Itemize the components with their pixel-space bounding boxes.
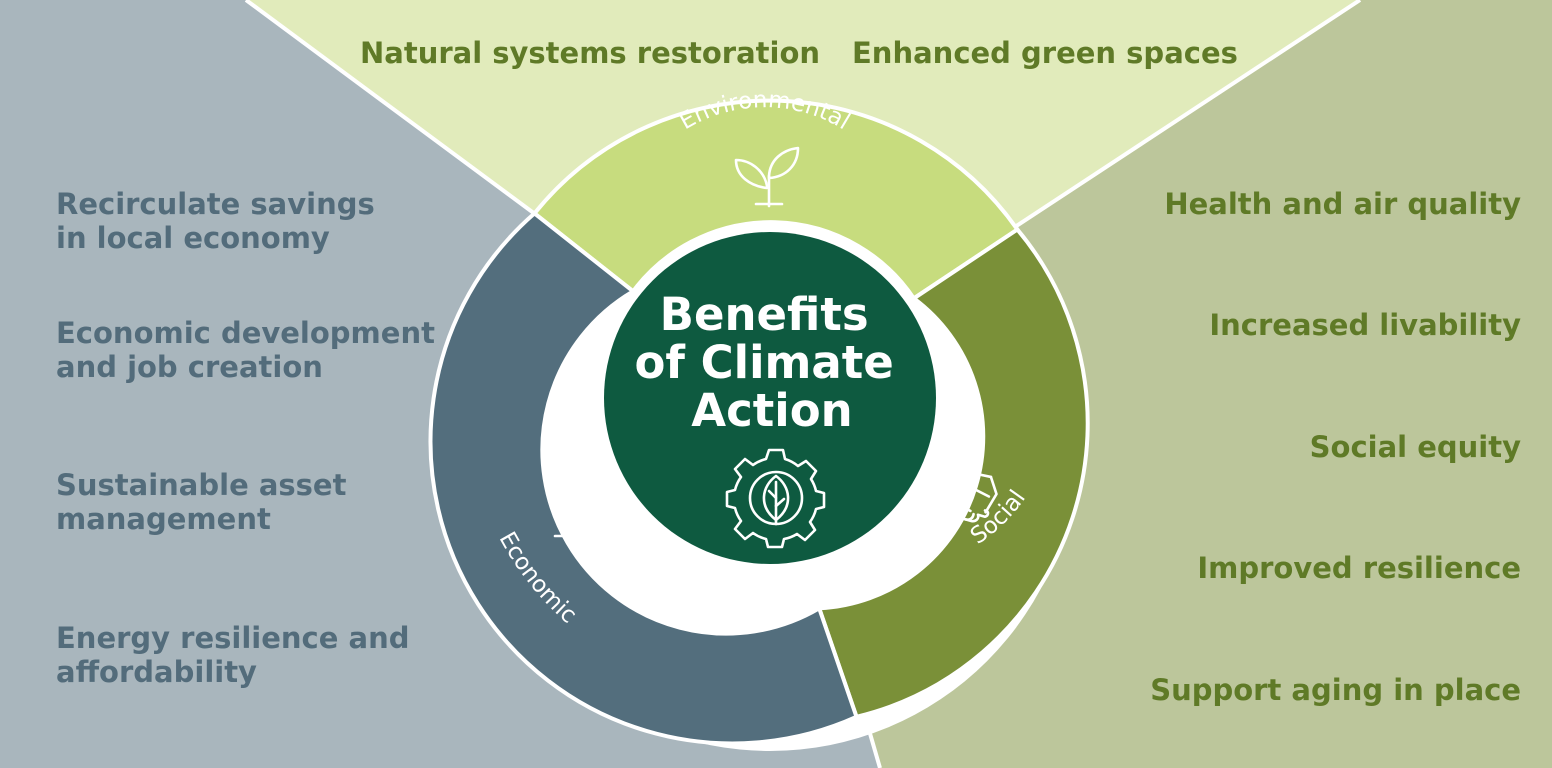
center-title-line-3: Action [691, 384, 852, 437]
benefit-recirculate-savings: Recirculate savings in local economy [56, 187, 385, 255]
benefit-economic-development: Economic development and job creation [56, 316, 445, 384]
handshake-icon [935, 472, 998, 523]
benefit-increased-livability: Increased livability [1209, 308, 1521, 342]
benefit-improved-resilience: Improved resilience [1197, 551, 1521, 585]
bar-chart-growth-icon [553, 484, 623, 538]
benefit-support-aging-in-place: Support aging in place [1150, 673, 1521, 707]
benefit-health-and-air-quality: Health and air quality [1164, 187, 1521, 221]
ring-segment-economic[interactable] [428, 210, 859, 746]
benefit-enhanced-green-spaces: Enhanced green spaces [852, 36, 1238, 70]
benefit-sustainable-asset-management: Sustainable asset management [56, 468, 357, 536]
benefit-energy-resilience: Energy resilience and affordability [56, 621, 420, 689]
ring-segment-environmental[interactable] [531, 98, 1021, 302]
benefit-natural-systems-restoration: Natural systems restoration [360, 36, 820, 70]
center-title-line-2: of Climate [635, 336, 894, 389]
center-title: Benefits of Climate Action [635, 288, 910, 437]
center-circle [604, 232, 936, 564]
gear-leaf-icon [725, 448, 826, 549]
plant-sprout-icon [734, 146, 800, 208]
center-title-line-1: Benefits [660, 288, 869, 341]
benefit-social-equity: Social equity [1310, 430, 1521, 464]
